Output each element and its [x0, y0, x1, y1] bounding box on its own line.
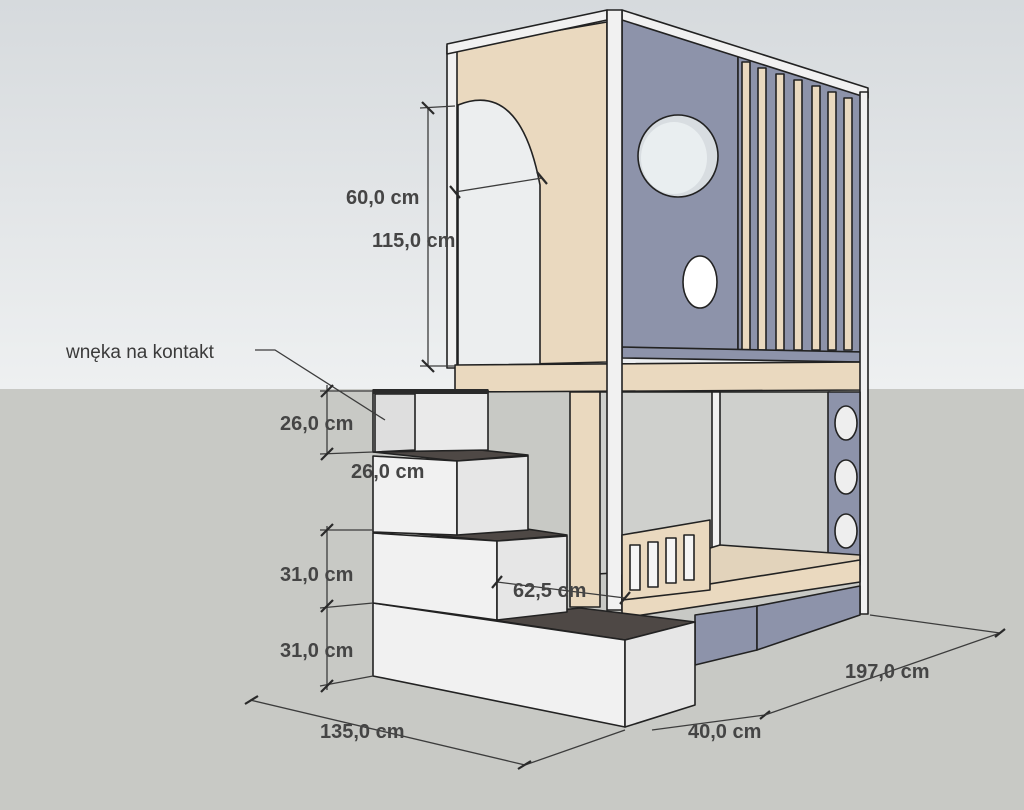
dim-stairs-length: 135,0 cm: [320, 721, 405, 743]
dim-upper-height: 115,0 cm: [372, 230, 455, 252]
second-step-side: [456, 455, 529, 536]
front-left-post: [606, 9, 623, 611]
lower-porthole-2: [834, 459, 858, 495]
bed-frame-side: [621, 559, 861, 619]
large-porthole-glass: [641, 122, 707, 194]
upper-deck: [454, 361, 863, 393]
dim-step-width: 62,5 cm: [513, 580, 586, 602]
top-step-lid: [373, 389, 488, 394]
bottom-step-side: [624, 621, 696, 728]
dim-step-mid-height: 31,0 cm: [280, 564, 353, 586]
lower-plywood-strips: [569, 391, 601, 608]
dim-arch-width: 60,0 cm: [346, 187, 419, 209]
third-step-side: [496, 535, 568, 621]
drawer-front-2: [756, 585, 861, 651]
dim-stairs-depth: 40,0 cm: [688, 721, 761, 743]
arch-opening: [457, 99, 541, 367]
outlet-niche: [374, 393, 416, 453]
dim-step-top-height: 26,0 cm: [280, 413, 353, 435]
lower-porthole-1: [834, 405, 858, 441]
dim-step-depth: 26,0 cm: [351, 461, 424, 483]
guard-rail-openings: [629, 534, 695, 591]
small-porthole: [682, 255, 718, 309]
front-right-post: [859, 91, 869, 615]
dimension-lines: [244, 101, 1006, 770]
note-outlet-niche: wnęka na kontakt: [65, 342, 215, 363]
dim-step-low-height: 31,0 cm: [280, 640, 353, 662]
dim-bed-length: 197,0 cm: [845, 661, 930, 683]
upper-slats: [741, 61, 853, 351]
lower-porthole-3: [834, 513, 858, 549]
left-back-post: [446, 45, 458, 369]
